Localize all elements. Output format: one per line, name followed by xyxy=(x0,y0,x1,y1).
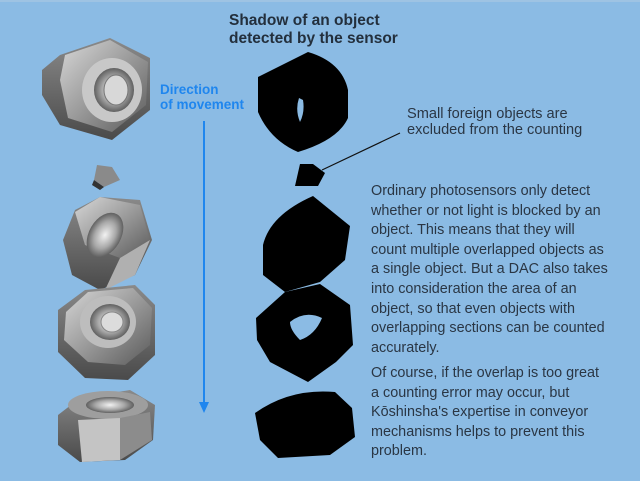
small-foreign-object-icon xyxy=(92,165,120,190)
leader-line xyxy=(321,132,401,171)
nut-shadow-icon xyxy=(255,391,355,458)
small-objects-note: Small foreign objects are excluded from … xyxy=(407,106,583,138)
nut-shadow-icon xyxy=(258,52,348,152)
shadow-title: Shadow of an object detected by the sens… xyxy=(229,12,398,47)
explanation-paragraph: Ordinary photosensors only detect whethe… xyxy=(371,183,608,356)
top-border xyxy=(0,0,640,2)
direction-arrow-icon xyxy=(199,121,209,413)
hex-nut-icon xyxy=(58,390,155,462)
overlap-note-paragraph: Of course, if the overlap is too great a… xyxy=(371,365,599,460)
foreign-object-shadow-icon xyxy=(295,164,325,186)
nut-shadow-icon xyxy=(263,196,350,292)
nut-shadow-icon xyxy=(256,284,353,382)
hex-nut-icon xyxy=(58,285,155,380)
hex-nut-icon xyxy=(63,197,152,290)
direction-label: Direction of movement xyxy=(160,82,245,112)
hex-nut-icon xyxy=(42,38,150,140)
